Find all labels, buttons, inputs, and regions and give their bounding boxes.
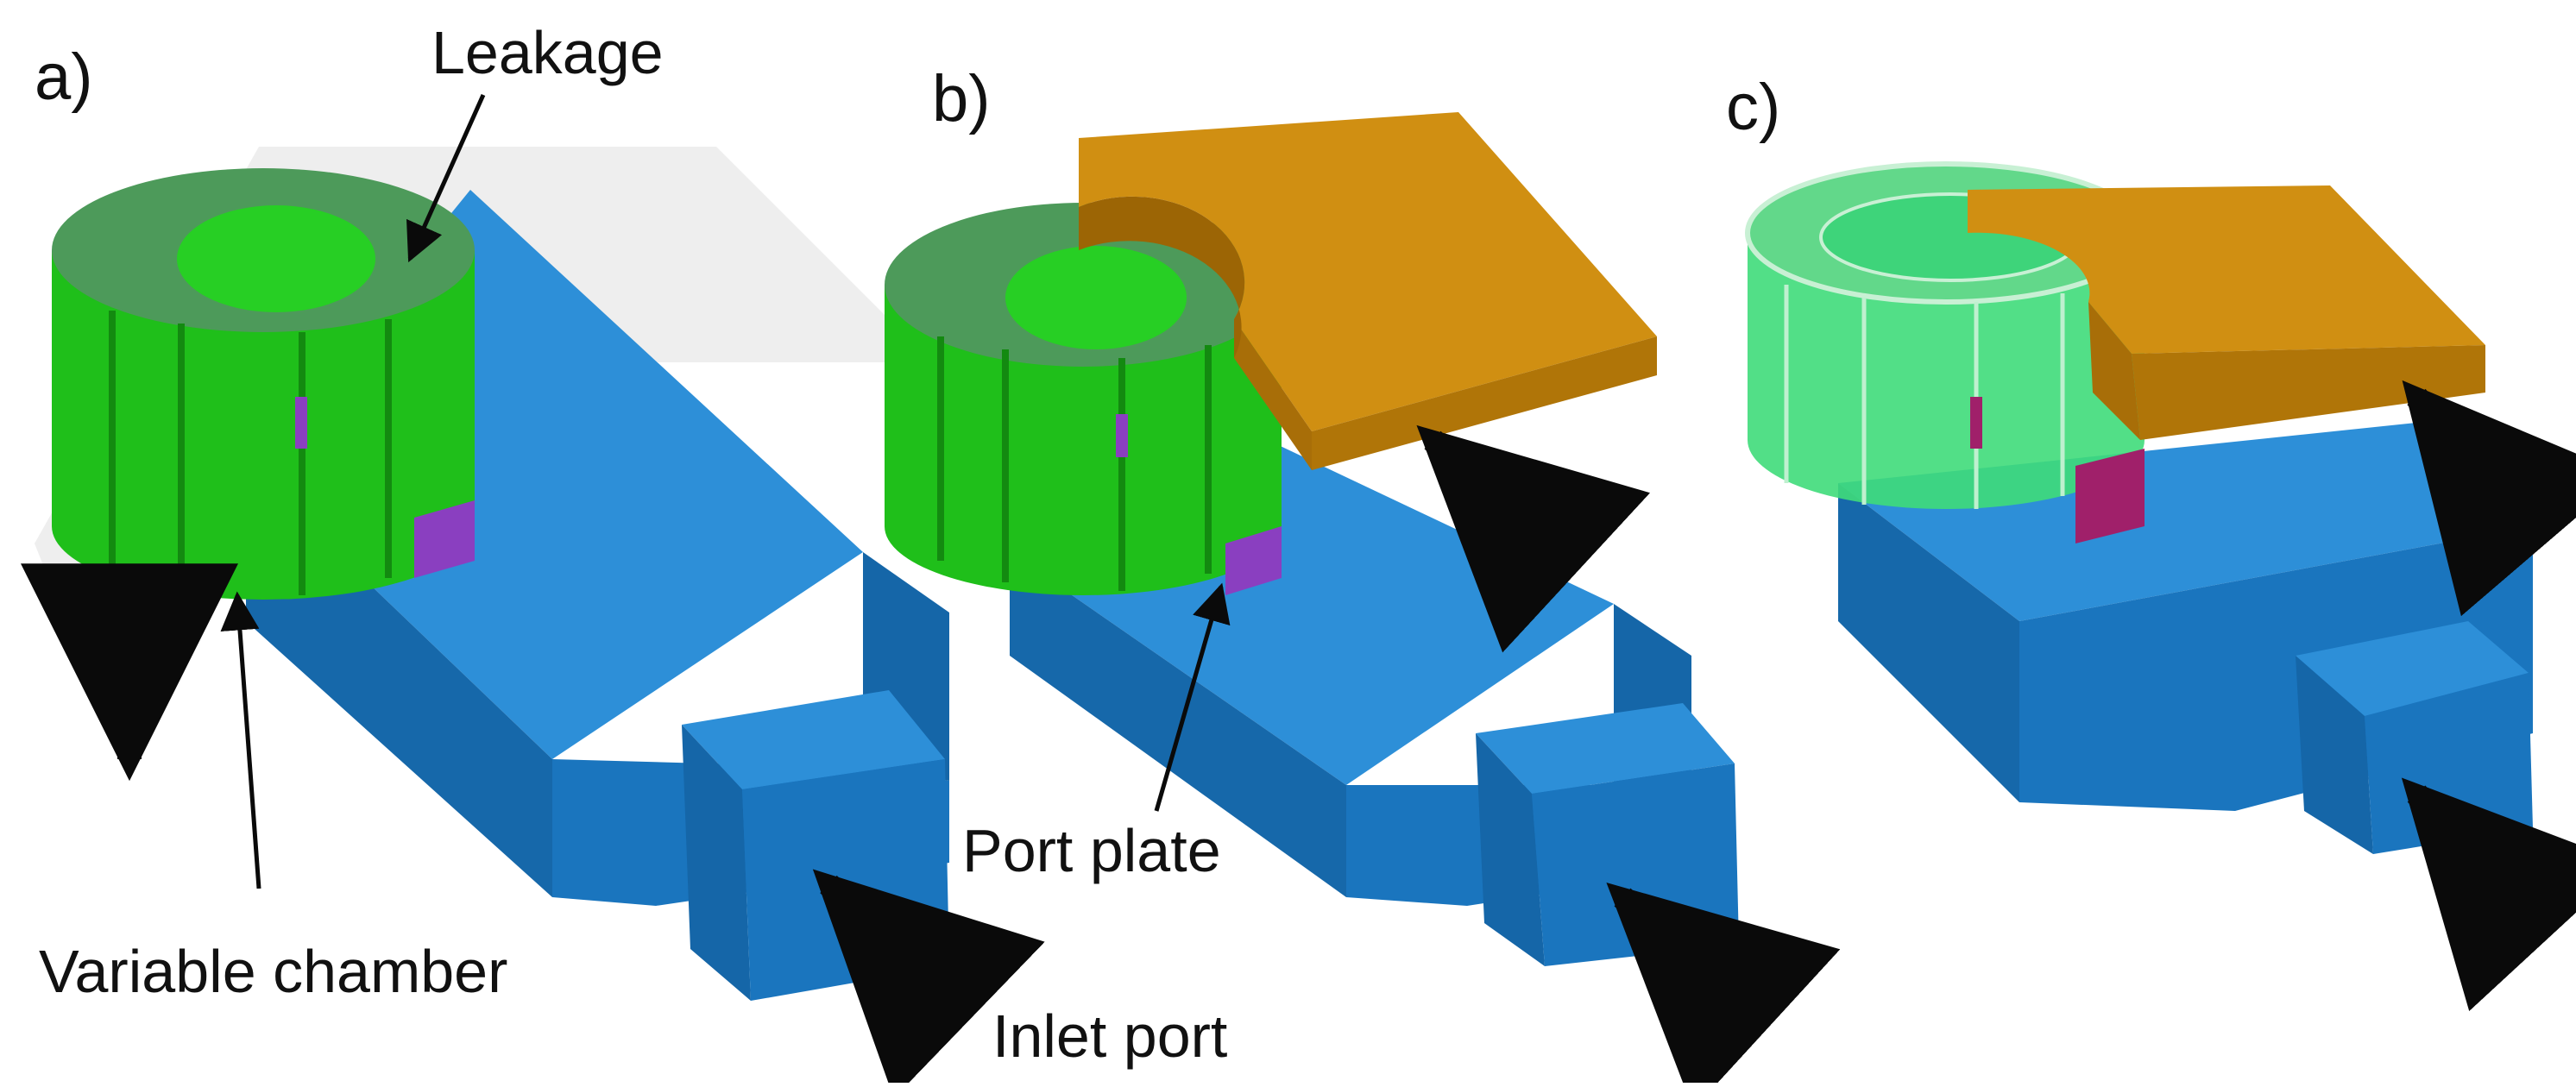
inlet-box-side bbox=[1532, 763, 1739, 966]
inlet-box-front bbox=[1476, 733, 1545, 966]
leakage-gap bbox=[295, 397, 307, 449]
panel-b bbox=[812, 112, 1841, 1087]
inlet-box-top bbox=[682, 690, 945, 789]
leakage-gap-lower bbox=[1225, 526, 1282, 595]
inlet-box-top bbox=[1476, 703, 1735, 794]
port-plate-cut-edge bbox=[1079, 196, 1245, 358]
inlet-box-top bbox=[2296, 621, 2529, 716]
panel-a-chamber bbox=[52, 168, 475, 600]
leakage-gap-lower bbox=[414, 500, 475, 578]
inlet-box-front bbox=[2296, 656, 2373, 854]
leakage-leader bbox=[406, 93, 486, 263]
chamber-outer-wall bbox=[885, 285, 1282, 595]
panel-a-inlet-arrow bbox=[812, 869, 1045, 1087]
panel-letter-a: a) bbox=[35, 41, 93, 114]
leakage-label: Leakage bbox=[431, 19, 664, 86]
panel-a bbox=[21, 93, 949, 1001]
inlet-box-front bbox=[682, 725, 751, 1001]
leakage-gap bbox=[1970, 397, 1982, 449]
inlet-port-label: Inlet port bbox=[992, 1002, 1227, 1070]
port-plate-inlet-arrow bbox=[1416, 424, 1651, 653]
chamber-inner-hole bbox=[177, 205, 375, 312]
port-plate-front bbox=[2132, 345, 2485, 440]
port-plate-leader bbox=[1154, 582, 1231, 812]
leakage-gap bbox=[1116, 414, 1128, 457]
panel-b-chamber bbox=[885, 203, 1282, 595]
port-plate-top bbox=[1968, 185, 2485, 354]
port-plate-side bbox=[2088, 302, 2140, 440]
panel-c-port-plate-arrow bbox=[2402, 380, 2576, 617]
panel-b-inlet-arrow bbox=[1606, 882, 1841, 1087]
panel-b-port-plate bbox=[1079, 112, 1657, 470]
leakage-gap-lower bbox=[2075, 449, 2145, 544]
chamber-outer-wall bbox=[1748, 233, 2145, 509]
variable-chamber-label: Variable chamber bbox=[39, 938, 507, 1005]
channel-left-face bbox=[1838, 483, 2019, 802]
chamber-outer-wall bbox=[52, 250, 475, 600]
panel-c-inlet-arrow bbox=[2401, 777, 2576, 1012]
variable-chamber-leader bbox=[220, 591, 261, 889]
channel-left-face bbox=[1010, 552, 1346, 897]
port-plate-side bbox=[1234, 319, 1312, 470]
panel-c-port-plate bbox=[1968, 185, 2485, 440]
port-plate-top bbox=[1079, 112, 1657, 431]
panel-c bbox=[1745, 161, 2576, 1012]
port-plate-label: Port plate bbox=[962, 817, 1221, 884]
panel-letter-b: b) bbox=[932, 62, 991, 135]
port-plate-front bbox=[1312, 336, 1657, 470]
panel-letter-c: c) bbox=[1726, 71, 1780, 144]
chamber-inner-hole bbox=[1005, 246, 1187, 349]
